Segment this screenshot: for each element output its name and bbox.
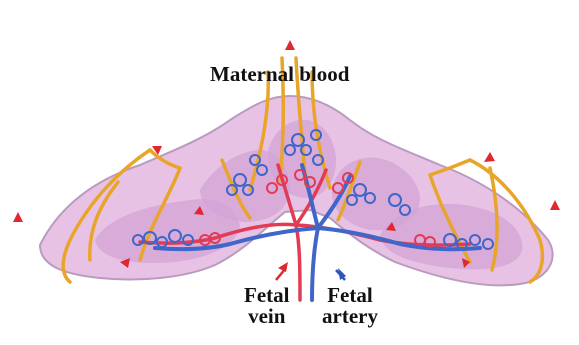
arrow-icon (13, 212, 23, 222)
fetal-vein-label-line2: vein (244, 306, 289, 327)
arrow-icon (285, 40, 295, 50)
arrow-icon (484, 152, 495, 162)
maternal-blood-label: Maternal blood (210, 64, 349, 85)
fetal-artery-label: Fetal artery (322, 285, 378, 327)
fetal-vein-arrow-line (276, 268, 286, 280)
arrow-icon (550, 200, 560, 210)
fetal-vein-label: Fetal vein (244, 285, 289, 327)
fetal-vein-label-line1: Fetal (244, 285, 289, 306)
fetal-artery-label-line2: artery (322, 306, 378, 327)
fetal-artery-label-line1: Fetal (322, 285, 378, 306)
